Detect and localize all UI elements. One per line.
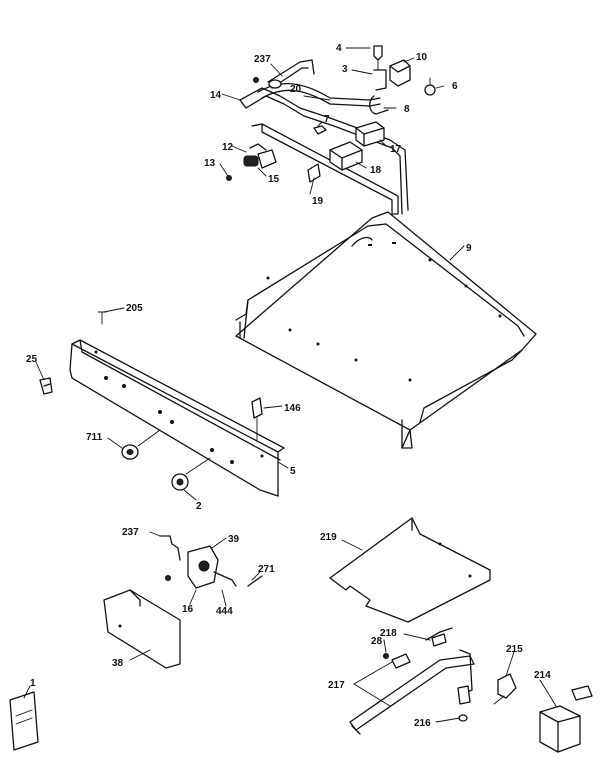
callout-1: 1 xyxy=(30,678,36,689)
callout-4: 4 xyxy=(336,43,342,54)
gas-valve xyxy=(243,143,277,169)
callout-14: 14 xyxy=(210,90,222,101)
knob-711 xyxy=(121,429,161,460)
manifold-panel xyxy=(69,339,285,497)
burner-manifold-assembly xyxy=(226,45,436,215)
callout-5: 5 xyxy=(290,466,296,477)
callout-271: 271 xyxy=(258,564,275,575)
callout-217: 217 xyxy=(328,680,345,691)
callout-20: 20 xyxy=(290,84,302,95)
callout-19: 19 xyxy=(312,196,324,207)
callout-12: 12 xyxy=(222,142,234,153)
panel-219 xyxy=(329,517,491,623)
callout-214: 214 xyxy=(534,670,551,681)
callout-444: 444 xyxy=(216,606,233,617)
callout-205: 205 xyxy=(126,303,143,314)
literature-1 xyxy=(9,691,39,751)
regulator-assembly xyxy=(103,535,263,669)
callout-15: 15 xyxy=(268,174,280,185)
callout-219: 219 xyxy=(320,532,337,543)
part-214 xyxy=(539,685,593,753)
callout-18: 18 xyxy=(370,165,382,176)
part-146 xyxy=(251,397,263,441)
screw-205 xyxy=(97,311,107,325)
leader-lines xyxy=(23,47,557,723)
callout-9: 9 xyxy=(466,243,472,254)
callout-28: 28 xyxy=(371,636,383,647)
callout-711: 711 xyxy=(86,432,103,443)
callout-3: 3 xyxy=(342,64,348,75)
callout-237-lower: 237 xyxy=(122,527,139,538)
callout-8: 8 xyxy=(404,104,410,115)
callout-7: 7 xyxy=(324,114,330,125)
callout-13: 13 xyxy=(204,158,216,169)
knob-2 xyxy=(171,457,211,491)
callout-215: 215 xyxy=(506,644,523,655)
oven-bottom-pan xyxy=(235,211,537,449)
callout-labels: 4 10 237 3 6 20 14 8 7 17 12 13 15 18 19… xyxy=(26,43,551,729)
callout-146: 146 xyxy=(284,403,301,414)
callout-38: 38 xyxy=(112,658,124,669)
callout-39: 39 xyxy=(228,534,240,545)
callout-25: 25 xyxy=(26,354,38,365)
callout-16: 16 xyxy=(182,604,194,615)
callout-237-top: 237 xyxy=(254,54,271,65)
callout-2: 2 xyxy=(196,501,202,512)
callout-216: 216 xyxy=(414,718,431,729)
broil-burner-assembly xyxy=(349,627,517,735)
clip-25 xyxy=(39,377,53,395)
callout-218: 218 xyxy=(380,628,397,639)
callout-10: 10 xyxy=(416,52,428,63)
callout-17: 17 xyxy=(390,144,402,155)
callout-6: 6 xyxy=(452,81,458,92)
